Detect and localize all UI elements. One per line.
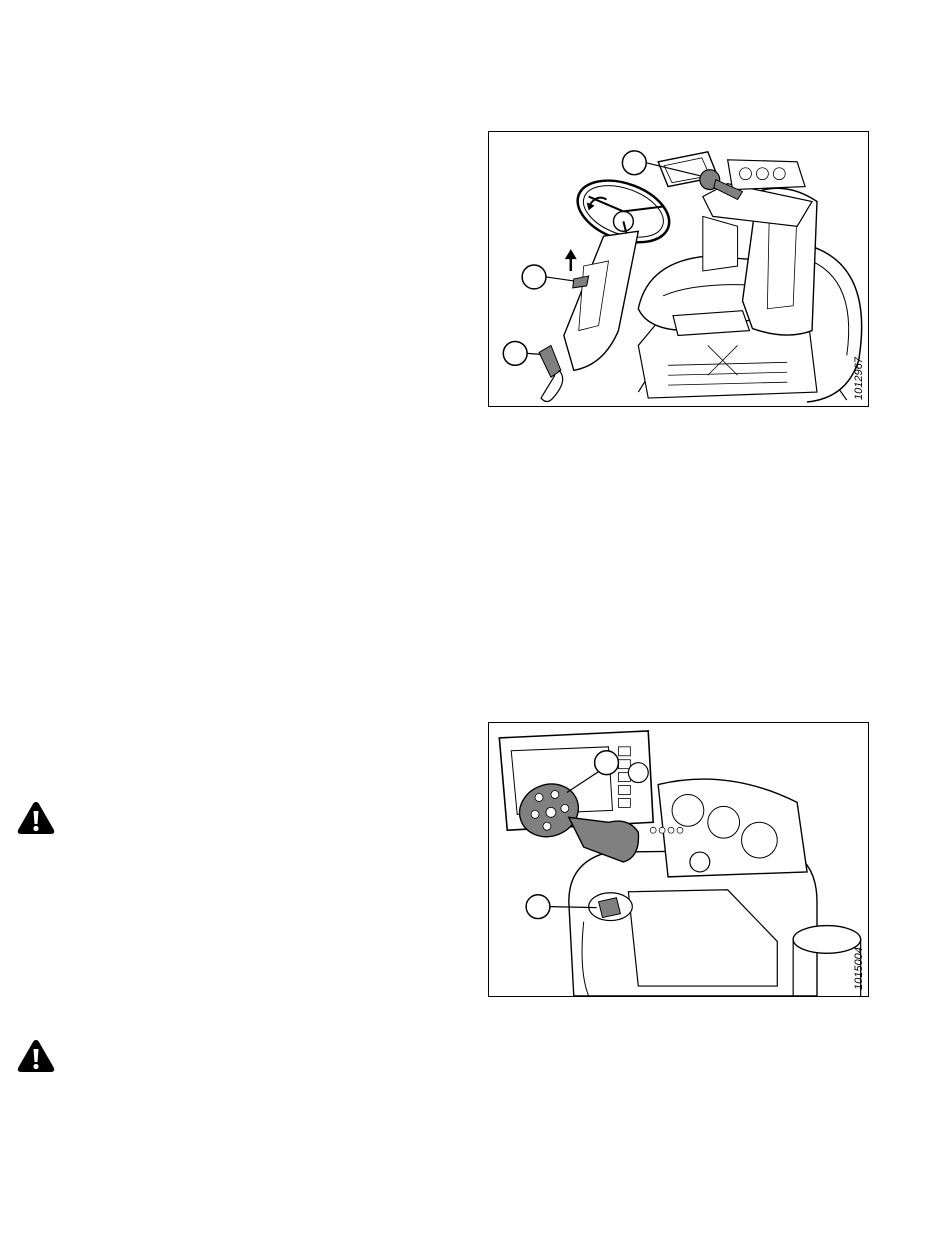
console-illustration: [489, 723, 868, 996]
figure-console-display: [488, 722, 869, 997]
cab-steering-illustration: [489, 132, 868, 406]
figure-id-label: 1015004: [853, 947, 865, 990]
warning-triangle-icon: [16, 800, 56, 836]
figure-id-label: 1012967: [853, 357, 865, 400]
warning-triangle-icon: [16, 1038, 56, 1074]
figure-cab-steering: [488, 131, 869, 407]
